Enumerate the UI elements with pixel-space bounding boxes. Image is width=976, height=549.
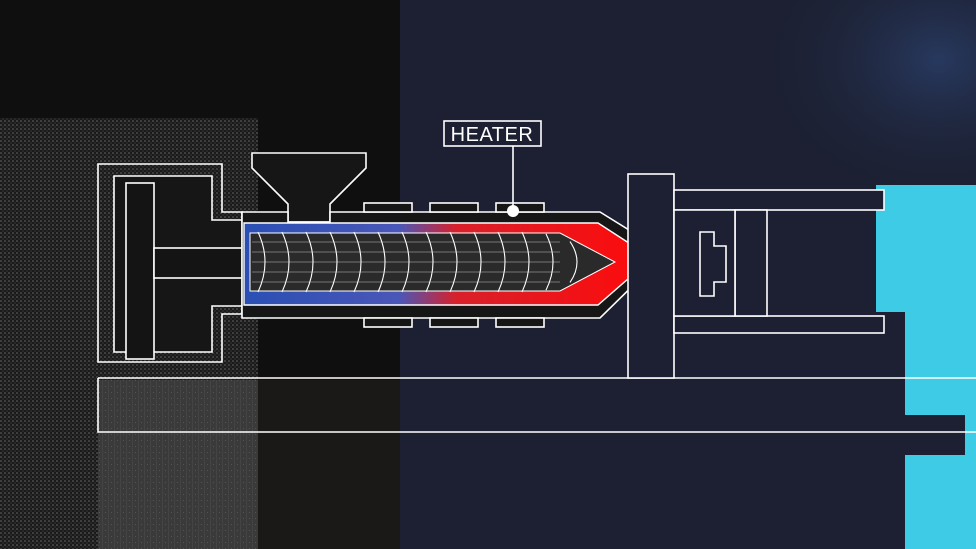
- mold-clamp: [627, 173, 885, 379]
- dotted-texture-panel-lower: [0, 380, 98, 549]
- callout-dot: [507, 205, 519, 217]
- mold-cavity: [699, 231, 727, 297]
- grain-texture-panel: [98, 380, 258, 549]
- callout-label: HEATER: [451, 124, 534, 146]
- mold-platen: [876, 185, 976, 549]
- callout-box: [443, 120, 542, 147]
- screw: [249, 231, 617, 293]
- machine-base: [97, 377, 976, 433]
- dark-panel: [258, 380, 400, 549]
- heater-callout: HEATER: [443, 120, 542, 217]
- heater-bands: [363, 202, 545, 328]
- hydraulic-cylinder: [97, 163, 243, 363]
- screw-flight: [569, 241, 578, 283]
